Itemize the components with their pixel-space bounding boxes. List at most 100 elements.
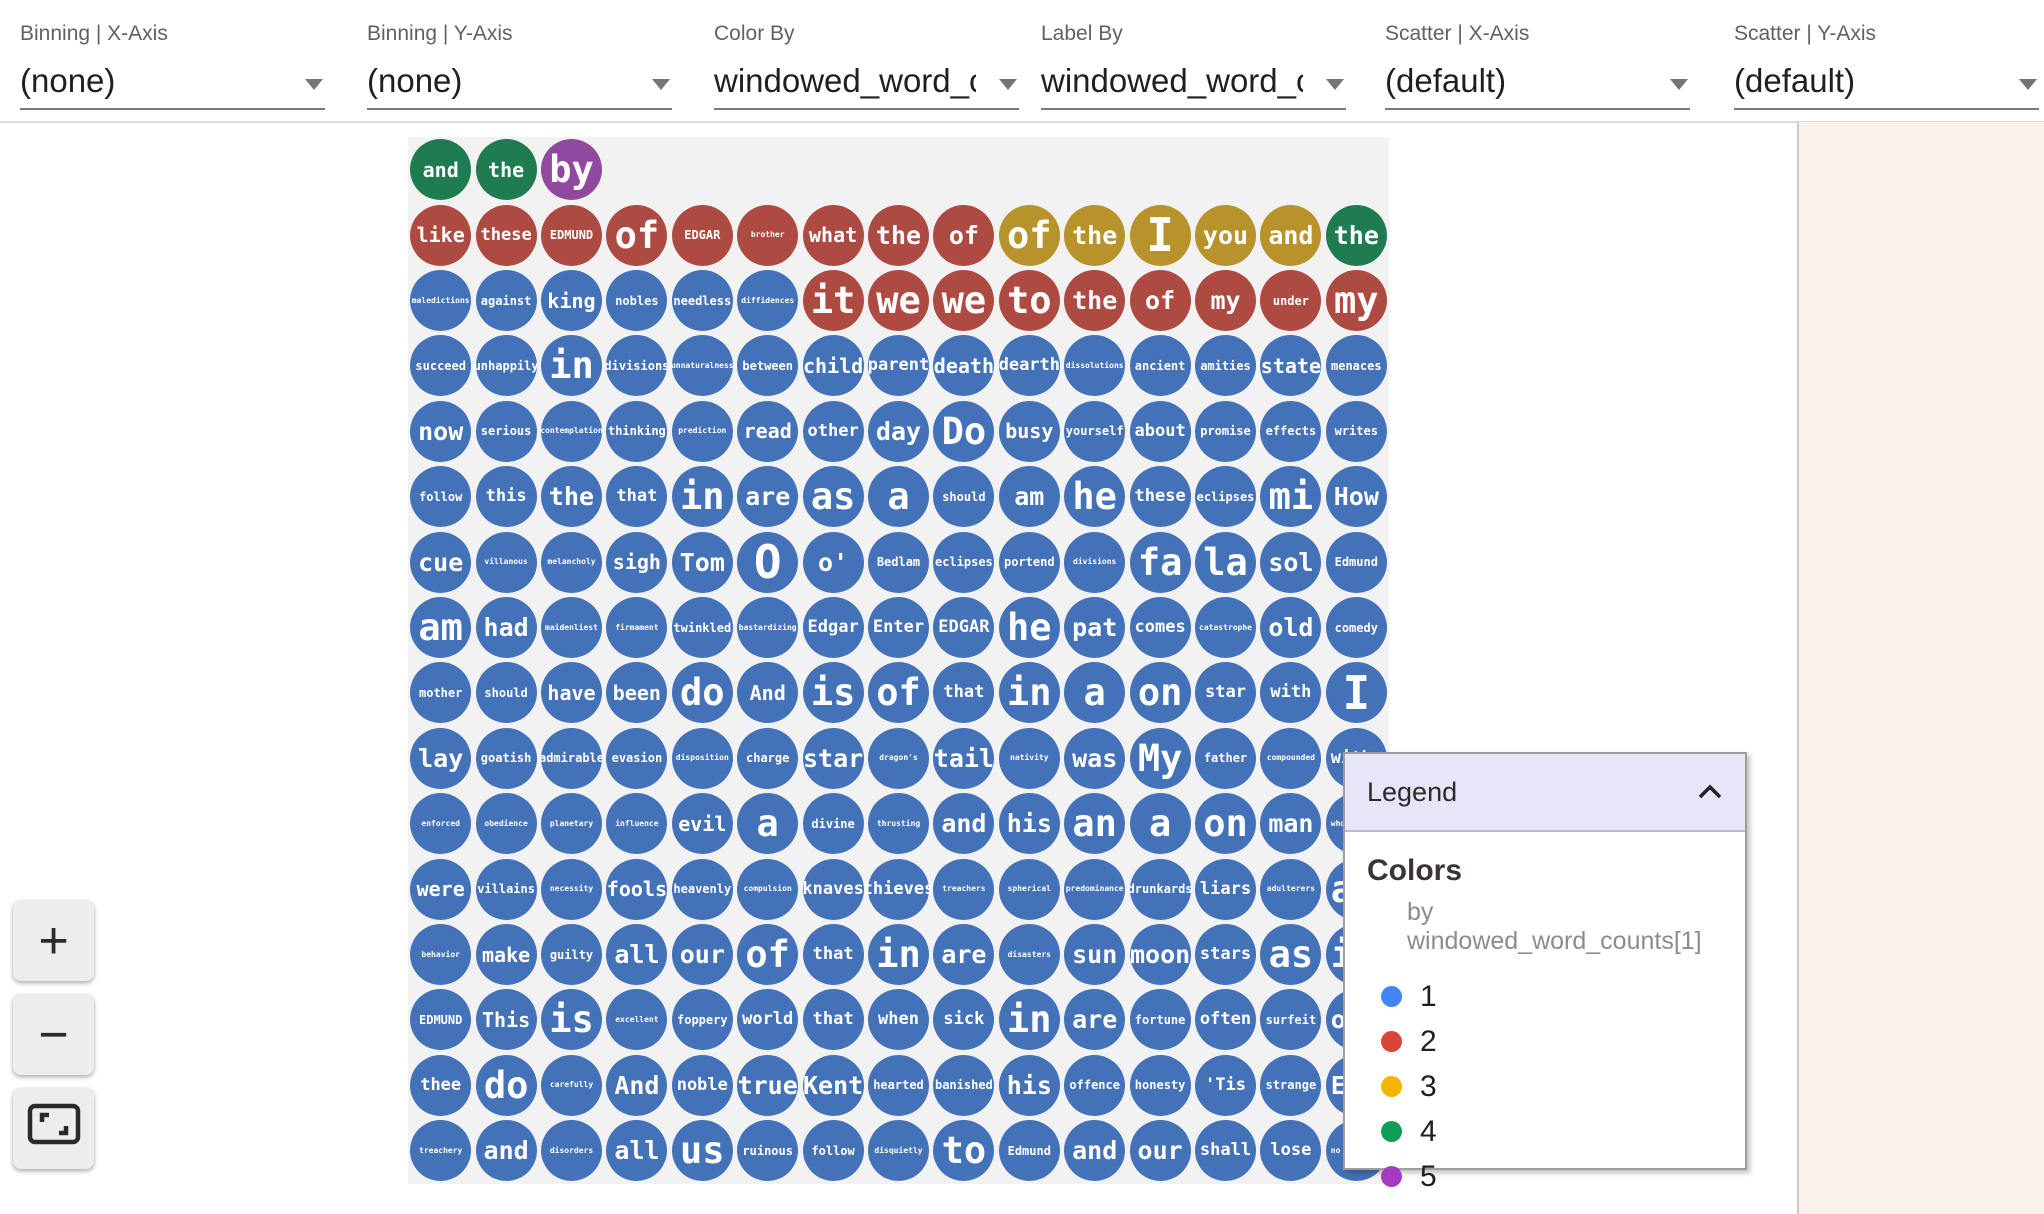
word-bubble[interactable]: admirable <box>539 727 604 789</box>
word-bubble[interactable]: child <box>802 335 864 397</box>
dropdown-scatter-y-axis[interactable]: Scatter | Y-Axis(default) <box>1734 22 2039 110</box>
word-bubble[interactable]: drunkards <box>1128 858 1193 920</box>
word-bubble[interactable]: the <box>1064 270 1126 331</box>
word-bubble[interactable]: and <box>933 793 995 855</box>
word-bubble[interactable]: O <box>737 531 799 593</box>
word-bubble[interactable]: offence <box>1064 1054 1126 1116</box>
word-bubble[interactable]: are <box>1064 989 1126 1051</box>
word-bubble[interactable]: eclipses <box>933 531 995 593</box>
word-bubble[interactable]: lay <box>410 727 472 789</box>
word-bubble[interactable]: is <box>541 989 602 1051</box>
word-bubble[interactable]: la <box>1195 531 1256 593</box>
word-bubble[interactable]: nobles <box>606 270 668 331</box>
word-bubble[interactable]: am <box>998 466 1060 528</box>
word-bubble[interactable]: And <box>737 662 799 724</box>
word-bubble[interactable]: he <box>1064 466 1126 528</box>
word-bubble[interactable]: influence <box>606 793 668 855</box>
word-bubble[interactable]: villains <box>475 858 537 920</box>
word-bubble[interactable]: unhappily <box>474 335 539 397</box>
word-bubble[interactable]: in <box>671 466 733 528</box>
dropdown-value[interactable]: (default) <box>1385 62 1507 99</box>
dropdown-binning-x-axis[interactable]: Binning | X-Axis(none) <box>20 22 325 110</box>
word-bubble[interactable]: fools <box>606 858 668 920</box>
word-bubble[interactable]: necessity <box>541 858 602 920</box>
word-bubble[interactable]: EDGAR <box>933 597 995 658</box>
dropdown-arrow-icon[interactable] <box>999 79 1017 90</box>
word-bubble[interactable]: that <box>802 989 864 1051</box>
word-bubble[interactable]: Enter <box>868 597 929 658</box>
word-bubble[interactable]: My <box>1129 727 1191 789</box>
fit-to-screen-button[interactable] <box>13 1088 94 1169</box>
word-bubble[interactable]: my <box>1195 270 1256 331</box>
word-bubble[interactable]: busy <box>998 400 1060 462</box>
word-bubble[interactable]: a <box>868 466 929 528</box>
word-bubble[interactable]: mi <box>1260 466 1322 528</box>
word-bubble[interactable]: dearth <box>999 335 1060 397</box>
word-bubble[interactable]: day <box>868 400 929 462</box>
word-bubble[interactable]: sun <box>1064 924 1126 985</box>
word-bubble[interactable]: sol <box>1260 531 1322 593</box>
word-bubble[interactable]: between <box>737 335 799 397</box>
word-bubble[interactable]: his <box>998 1054 1060 1116</box>
word-bubble[interactable]: comes <box>1129 597 1191 658</box>
word-bubble[interactable]: moon <box>1129 924 1191 985</box>
word-bubble[interactable]: mother <box>410 662 472 724</box>
word-bubble[interactable]: the <box>1325 204 1387 266</box>
word-bubble[interactable]: contemplation <box>540 400 603 462</box>
word-bubble[interactable]: compounded <box>1260 727 1322 789</box>
dropdown-arrow-icon[interactable] <box>1670 79 1688 90</box>
word-bubble[interactable]: make <box>475 924 537 985</box>
dropdown-arrow-icon[interactable] <box>2019 79 2037 90</box>
word-bubble[interactable]: needless <box>671 270 733 331</box>
word-bubble[interactable]: Edmund <box>1325 531 1387 593</box>
word-bubble[interactable]: star <box>1195 662 1256 724</box>
word-bubble[interactable]: evil <box>671 793 733 855</box>
word-bubble[interactable]: maidenliest <box>541 597 602 658</box>
word-bubble[interactable]: Kent <box>802 1054 864 1116</box>
dropdown-arrow-icon[interactable] <box>1326 79 1344 90</box>
word-bubble[interactable]: fortune <box>1129 989 1191 1051</box>
word-bubble[interactable]: now <box>410 400 472 462</box>
word-bubble[interactable]: these <box>1129 466 1191 528</box>
word-bubble[interactable]: o' <box>802 531 864 593</box>
word-bubble[interactable]: liars <box>1195 858 1256 920</box>
word-bubble[interactable]: I <box>1325 662 1387 724</box>
word-bubble[interactable]: and <box>410 139 472 201</box>
word-bubble[interactable]: treachery <box>410 1120 472 1182</box>
word-bubble[interactable]: unnaturalness <box>671 335 734 397</box>
word-bubble[interactable]: dragon's <box>868 727 929 789</box>
word-bubble[interactable]: state <box>1260 335 1322 397</box>
word-bubble[interactable]: serious <box>475 400 537 462</box>
word-bubble[interactable]: evasion <box>606 727 668 789</box>
word-bubble[interactable]: were <box>410 858 472 920</box>
word-bubble[interactable]: that <box>802 924 864 985</box>
word-bubble[interactable]: should <box>933 466 995 528</box>
word-bubble[interactable]: follow <box>410 466 472 528</box>
word-bubble[interactable]: sick <box>933 989 995 1051</box>
word-bubble[interactable]: star <box>802 727 864 789</box>
word-bubble[interactable]: you <box>1195 204 1256 266</box>
word-bubble[interactable]: eclipses <box>1195 466 1256 528</box>
word-bubble[interactable]: all <box>606 1120 668 1182</box>
word-bubble[interactable]: stars <box>1195 924 1256 985</box>
word-bubble[interactable]: should <box>475 662 537 724</box>
word-bubble[interactable]: villanous <box>475 531 537 593</box>
word-bubble[interactable]: as <box>802 466 864 528</box>
word-bubble[interactable]: ruinous <box>737 1120 799 1182</box>
word-bubble[interactable]: by <box>541 139 602 201</box>
word-bubble[interactable]: Do <box>933 400 995 462</box>
word-bubble[interactable]: like <box>410 204 472 266</box>
word-bubble[interactable]: our <box>671 924 733 985</box>
word-bubble[interactable]: of <box>737 924 799 985</box>
word-bubble[interactable]: How <box>1325 466 1387 528</box>
word-bubble[interactable]: of <box>606 204 668 266</box>
word-bubble[interactable]: nativity <box>998 727 1060 789</box>
word-bubble[interactable]: what <box>802 204 864 266</box>
word-bubble[interactable]: when <box>868 989 929 1051</box>
word-bubble[interactable]: EDMUND <box>541 204 602 266</box>
word-bubble[interactable]: a <box>737 793 799 855</box>
word-bubble[interactable]: of <box>998 204 1060 266</box>
word-bubble[interactable]: prediction <box>671 400 733 462</box>
